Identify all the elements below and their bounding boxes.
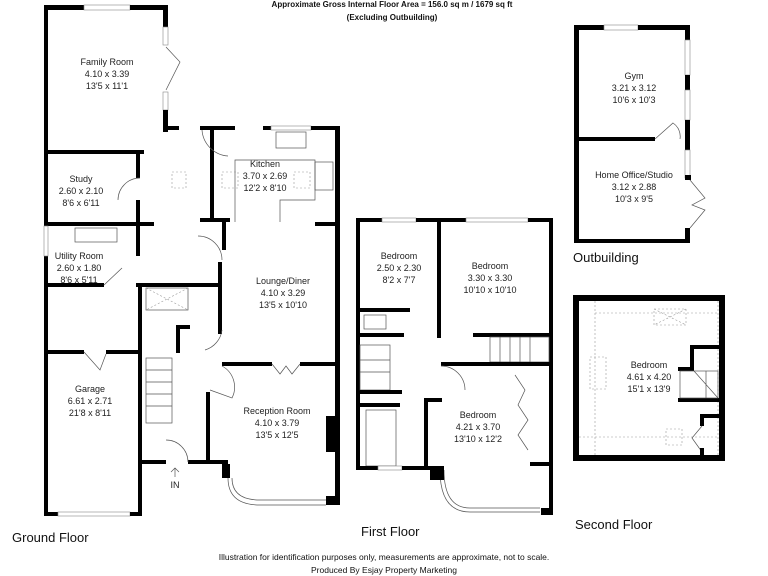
room-name: Family Room — [80, 57, 133, 67]
room-imperial: 10'10 x 10'10 — [464, 285, 517, 295]
room-imperial: 12'2 x 8'10 — [244, 183, 287, 193]
room-metric: 6.61 x 2.71 — [68, 396, 113, 406]
room-name: Bedroom — [472, 261, 509, 271]
room-imperial: 8'2 x 7'7 — [383, 275, 416, 285]
room-name: Home Office/Studio — [595, 170, 673, 180]
producer-credit: Produced By Esjay Property Marketing — [311, 565, 457, 575]
room-imperial: 15'1 x 13'9 — [628, 384, 671, 394]
room-name: Gym — [625, 71, 644, 81]
room-metric: 4.21 x 3.70 — [456, 422, 501, 432]
second-floor-plan — [573, 295, 725, 461]
room-imperial: 8'6 x 5'11 — [60, 275, 97, 285]
entrance-label: IN — [171, 480, 180, 490]
room-imperial: 8'6 x 6'11 — [62, 198, 99, 208]
room-metric: 4.10 x 3.79 — [255, 418, 300, 428]
area-heading: Approximate Gross Internal Floor Area = … — [272, 0, 513, 9]
room-name: Reception Room — [243, 406, 310, 416]
room-name: Lounge/Diner — [256, 276, 310, 286]
floor-label-second: Second Floor — [575, 517, 653, 532]
room-imperial: 13'10 x 12'2 — [454, 434, 502, 444]
room-imperial: 10'6 x 10'3 — [613, 95, 656, 105]
room-name: Bedroom — [460, 410, 497, 420]
entrance-arrow-icon — [170, 467, 180, 477]
room-metric: 3.21 x 3.12 — [612, 83, 657, 93]
room-name: Bedroom — [381, 251, 418, 261]
room-imperial: 13'5 x 12'5 — [256, 430, 299, 440]
room-metric: 4.10 x 3.29 — [261, 288, 306, 298]
room-imperial: 13'5 x 11'1 — [86, 81, 128, 91]
room-metric: 3.30 x 3.30 — [468, 273, 513, 283]
disclaimer: Illustration for identification purposes… — [219, 552, 550, 562]
room-metric: 3.12 x 2.88 — [612, 182, 657, 192]
room-name: Utility Room — [55, 251, 104, 261]
room-name: Study — [69, 174, 93, 184]
outbuilding-plan — [574, 24, 706, 243]
room-metric: 2.60 x 1.80 — [57, 263, 102, 273]
room-metric: 4.61 x 4.20 — [627, 372, 672, 382]
first-floor-plan — [356, 217, 553, 515]
room-metric: 3.70 x 2.69 — [243, 171, 288, 181]
floor-label-ground: Ground Floor — [12, 530, 89, 545]
room-metric: 2.60 x 2.10 — [59, 186, 104, 196]
room-imperial: 13'5 x 10'10 — [259, 300, 307, 310]
ground-floor-plan — [43, 4, 340, 517]
area-note: (Excluding Outbuilding) — [347, 13, 438, 22]
room-metric: 4.10 x 3.39 — [85, 69, 130, 79]
room-name: Kitchen — [250, 159, 280, 169]
room-imperial: 10'3 x 9'5 — [615, 194, 653, 204]
room-name: Bedroom — [631, 360, 668, 370]
room-imperial: 21'8 x 8'11 — [69, 408, 111, 418]
room-name: Garage — [75, 384, 105, 394]
floor-label-outbuilding: Outbuilding — [573, 250, 639, 265]
floor-label-first: First Floor — [361, 524, 420, 539]
room-metric: 2.50 x 2.30 — [377, 263, 422, 273]
